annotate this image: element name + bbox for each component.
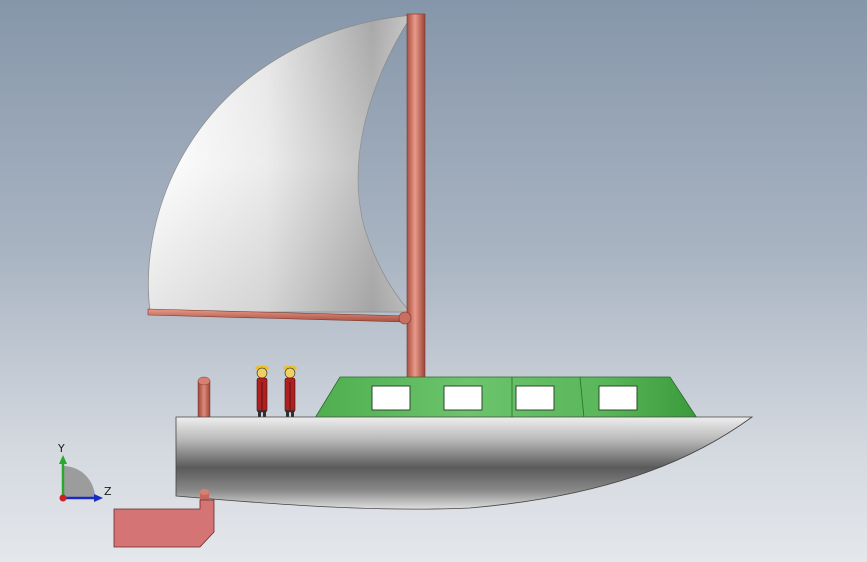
y-axis-label: Y	[58, 442, 65, 455]
rudder[interactable]	[113, 489, 215, 548]
cabin-window	[598, 385, 638, 411]
boom[interactable]	[147, 308, 412, 325]
mast[interactable]	[406, 13, 426, 381]
cabin-window	[443, 385, 483, 411]
hull[interactable]	[175, 416, 754, 510]
z-axis-label: Z	[104, 485, 112, 498]
reference-triad	[59, 455, 103, 502]
figure[interactable]	[283, 365, 297, 418]
cabin-window	[371, 385, 411, 411]
cabin-window	[515, 385, 555, 411]
x-axis-origin	[59, 494, 67, 502]
cabin[interactable]	[314, 376, 698, 419]
sail[interactable]	[147, 14, 413, 313]
figure[interactable]	[255, 365, 269, 418]
stern-post[interactable]	[197, 376, 211, 419]
